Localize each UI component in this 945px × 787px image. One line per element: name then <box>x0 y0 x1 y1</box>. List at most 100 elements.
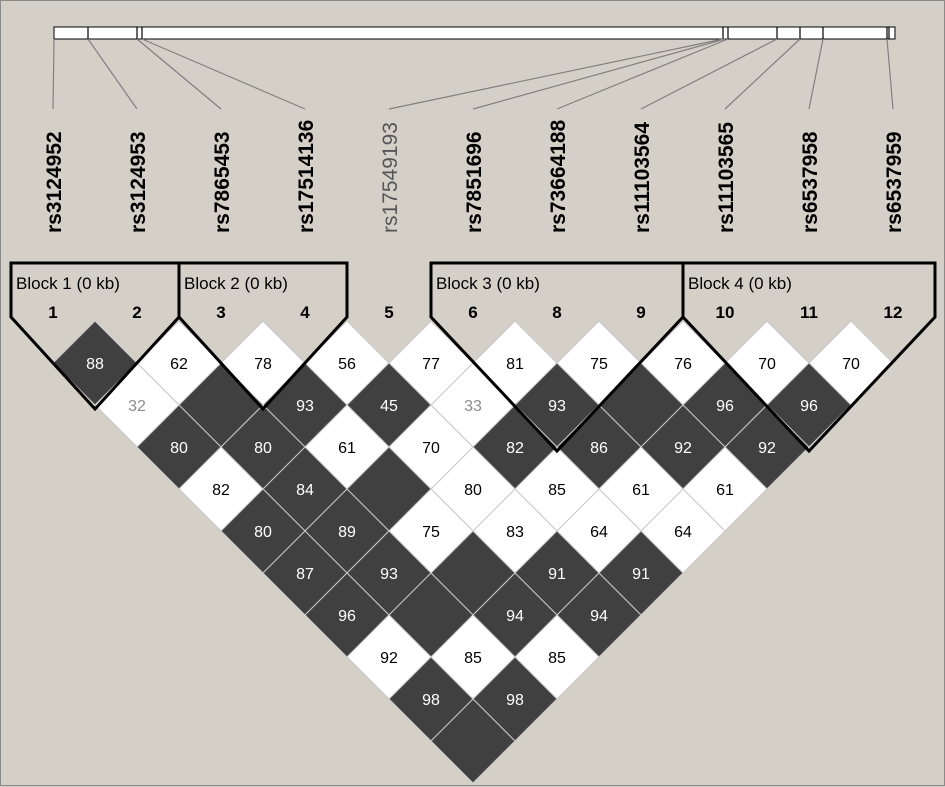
ld-value: 83 <box>506 524 524 541</box>
ld-value: 32 <box>128 398 146 415</box>
ld-value: 75 <box>590 356 608 373</box>
block-outline <box>9 261 181 412</box>
ld-value: 92 <box>758 440 776 457</box>
connector-line <box>136 38 222 110</box>
ld-cell <box>430 698 516 784</box>
ld-value: 64 <box>674 524 692 541</box>
ld-value: 92 <box>380 650 398 667</box>
snp-index: 1 <box>48 303 57 322</box>
ld-value: 70 <box>842 356 860 373</box>
ld-value: 45 <box>380 398 398 415</box>
connector-line <box>388 38 724 110</box>
snp-index: 6 <box>468 303 477 322</box>
snp-label: rs3124952 <box>43 131 66 233</box>
connector-line <box>724 38 801 110</box>
ld-value: 75 <box>422 524 440 541</box>
haplotype-blocks: Block 1 (0 kb) Block 2 (0 kb) Block 3 (0 k… <box>9 261 937 454</box>
ld-value: 96 <box>716 398 734 415</box>
snp-label: rs7851696 <box>463 131 486 233</box>
ld-value: 98 <box>422 692 440 709</box>
ld-value: 56 <box>338 356 356 373</box>
ld-value: 85 <box>464 650 482 667</box>
block-outline <box>429 261 685 454</box>
connector-line <box>886 38 894 110</box>
ld-value: 80 <box>254 524 272 541</box>
ld-value: 86 <box>590 440 608 457</box>
ld-value: 78 <box>254 356 272 373</box>
block-label: Block 1 (0 kb) <box>16 274 120 293</box>
snp-label: rs6537959 <box>883 131 906 233</box>
ld-value: 91 <box>632 566 650 583</box>
ld-value: 82 <box>506 440 524 457</box>
snp-label: rs73664188 <box>547 119 570 233</box>
ld-value: 87 <box>296 566 314 583</box>
block-label: Block 3 (0 kb) <box>436 274 540 293</box>
connector-line <box>556 38 729 110</box>
ld-value: 93 <box>548 398 566 415</box>
ld-value: 61 <box>338 440 356 457</box>
ld-value: 82 <box>212 482 230 499</box>
ld-value: 76 <box>674 356 692 373</box>
chromosome-ruler <box>53 26 896 40</box>
snp-labels: rs3124952 rs3124953 rs7865453 rs17514136 rs1… <box>43 119 906 233</box>
ld-value: 94 <box>590 608 608 625</box>
ld-value: 61 <box>632 482 650 499</box>
connector-line <box>87 38 138 110</box>
ld-value: 80 <box>170 440 188 457</box>
ruler-bar <box>53 26 896 40</box>
position-connectors <box>52 38 894 110</box>
ld-value: 64 <box>590 524 608 541</box>
ld-value: 84 <box>296 482 314 499</box>
snp-index: 10 <box>716 303 735 322</box>
ld-value: 80 <box>464 482 482 499</box>
snp-index: 12 <box>884 303 903 322</box>
ld-value: 61 <box>716 482 734 499</box>
ld-value: 91 <box>548 566 566 583</box>
connector-line <box>472 38 726 110</box>
ld-value: 96 <box>800 398 818 415</box>
connector-line <box>640 38 778 110</box>
snp-index: 2 <box>132 303 141 322</box>
ld-value: 98 <box>506 692 524 709</box>
ld-value: 85 <box>548 650 566 667</box>
snp-index: 3 <box>216 303 225 322</box>
block-label: Block 2 (0 kb) <box>184 274 288 293</box>
ld-value: 93 <box>380 566 398 583</box>
ld-value: 81 <box>506 356 524 373</box>
ld-value: 77 <box>422 356 440 373</box>
snp-label: rs11103564 <box>631 122 654 233</box>
ld-value: 70 <box>422 440 440 457</box>
ld-values: 88 62 78 56 77 81 75 76 70 70 32 93 45 33 93 96 96 80 80 61… <box>86 356 860 709</box>
ld-value: 96 <box>338 608 356 625</box>
connector-line <box>52 38 55 110</box>
snp-label: rs11103565 <box>715 122 738 233</box>
block-outline <box>681 261 937 454</box>
connector-line <box>141 38 306 110</box>
snp-label: rs7865453 <box>211 131 234 233</box>
snp-label: rs17549193 <box>379 122 402 233</box>
block-label: Block 4 (0 kb) <box>688 274 792 293</box>
ld-value: 89 <box>338 524 356 541</box>
snp-label: rs3124953 <box>127 131 150 233</box>
block-outline <box>177 261 349 412</box>
ld-value: 62 <box>170 356 188 373</box>
snp-label: rs17514136 <box>295 120 318 233</box>
ld-value: 88 <box>86 356 104 373</box>
snp-index: 9 <box>636 303 645 322</box>
ld-value: 92 <box>674 440 692 457</box>
snp-label: rs6537958 <box>799 131 822 233</box>
ld-value: 94 <box>506 608 524 625</box>
ld-value: 93 <box>296 398 314 415</box>
ld-value: 80 <box>254 440 272 457</box>
ld-value: 85 <box>548 482 566 499</box>
ld-value: 70 <box>758 356 776 373</box>
snp-index: 5 <box>384 303 393 322</box>
connector-line <box>808 38 824 110</box>
snp-index: 4 <box>300 303 310 322</box>
snp-index: 11 <box>800 303 818 322</box>
ld-value: 33 <box>464 398 482 415</box>
snp-index: 8 <box>552 303 561 322</box>
